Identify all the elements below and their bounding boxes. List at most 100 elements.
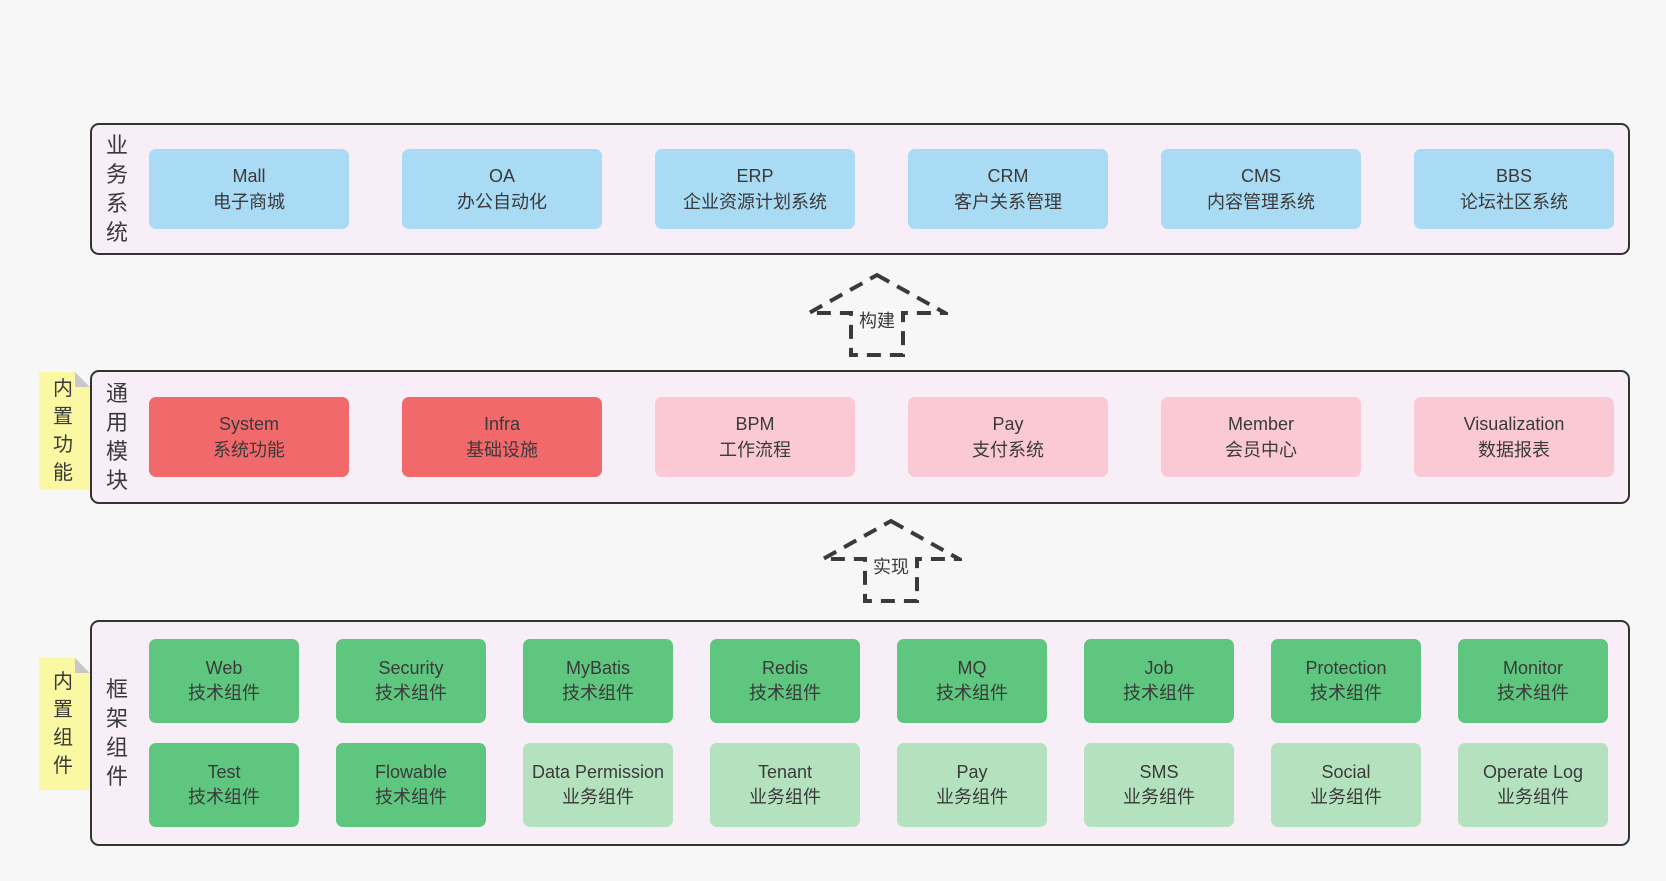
component-subtitle: 技术组件 xyxy=(188,683,260,703)
component-box-tenant: Tenant 业务组件 xyxy=(710,743,860,827)
component-subtitle: 技术组件 xyxy=(188,787,260,807)
component-name: Web xyxy=(205,658,243,678)
component-name: Pay xyxy=(956,762,988,782)
component-subtitle: 业务组件 xyxy=(936,787,1008,807)
arrow-implement-label: 实现 xyxy=(870,553,912,579)
module-subtitle: 电子商城 xyxy=(213,192,285,212)
component-name: MQ xyxy=(957,658,987,678)
component-box-sms: SMS 业务组件 xyxy=(1084,743,1234,827)
component-box-protection: Protection 技术组件 xyxy=(1271,639,1421,723)
module-subtitle: 内容管理系统 xyxy=(1207,192,1315,212)
module-box-bpm: BPM 工作流程 xyxy=(655,397,855,477)
component-subtitle: 技术组件 xyxy=(1310,683,1382,703)
component-name: Social xyxy=(1321,762,1371,782)
component-subtitle: 业务组件 xyxy=(1310,787,1382,807)
module-name: Infra xyxy=(483,414,521,434)
folded-corner-icon xyxy=(75,658,90,673)
component-box-monitor: Monitor 技术组件 xyxy=(1458,639,1608,723)
module-box-visualization: Visualization 数据报表 xyxy=(1414,397,1614,477)
component-name: Tenant xyxy=(757,762,813,782)
component-box-security: Security 技术组件 xyxy=(336,639,486,723)
arrow-build: 构建 xyxy=(806,272,948,358)
module-subtitle: 数据报表 xyxy=(1478,440,1550,460)
module-name: ERP xyxy=(736,166,774,186)
module-box-cms: CMS 内容管理系统 xyxy=(1161,149,1361,229)
arrow-build-label: 构建 xyxy=(856,307,898,333)
component-name: Job xyxy=(1144,658,1174,678)
module-box-infra: Infra 基础设施 xyxy=(402,397,602,477)
sticky-note-built-in-components: 内置组件 xyxy=(39,658,90,790)
sticky-note-built-in-functions: 内置功能 xyxy=(39,372,90,490)
component-name: MyBatis xyxy=(565,658,630,678)
module-subtitle: 基础设施 xyxy=(466,440,538,460)
band-title-common-modules: 通用模块 xyxy=(105,381,128,493)
band-title-business-systems: 业务系统 xyxy=(105,133,128,245)
components-row-1: Web 技术组件 Security 技术组件 MyBatis 技术组件 Redi… xyxy=(149,639,1608,723)
component-box-redis: Redis 技术组件 xyxy=(710,639,860,723)
module-subtitle: 论坛社区系统 xyxy=(1460,192,1568,212)
component-box-flowable: Flowable 技术组件 xyxy=(336,743,486,827)
module-box-crm: CRM 客户关系管理 xyxy=(908,149,1108,229)
components-row-2: Test 技术组件 Flowable 技术组件 Data Permission … xyxy=(149,743,1608,827)
module-box-erp: ERP 企业资源计划系统 xyxy=(655,149,855,229)
module-subtitle: 企业资源计划系统 xyxy=(683,192,827,212)
component-name: Redis xyxy=(761,658,809,678)
component-box-test: Test 技术组件 xyxy=(149,743,299,827)
component-subtitle: 技术组件 xyxy=(375,787,447,807)
module-name: System xyxy=(218,414,279,434)
module-name: OA xyxy=(488,166,515,186)
component-name: Monitor xyxy=(1502,658,1564,678)
modules-box-row: System 系统功能 Infra 基础设施 BPM 工作流程 Pay 支付系统… xyxy=(149,397,1614,477)
component-name: Test xyxy=(207,762,241,782)
component-name: Flowable xyxy=(374,762,448,782)
component-subtitle: 业务组件 xyxy=(1123,787,1195,807)
arrow-implement: 实现 xyxy=(820,518,962,604)
module-name: Mall xyxy=(232,166,266,186)
module-subtitle: 工作流程 xyxy=(719,440,791,460)
component-box-job: Job 技术组件 xyxy=(1084,639,1234,723)
band-title-framework-components: 框架组件 xyxy=(105,677,128,789)
component-subtitle: 技术组件 xyxy=(1497,683,1569,703)
sticky-note-text: 内置组件 xyxy=(53,671,73,777)
band-common-modules: 通用模块 System 系统功能 Infra 基础设施 BPM 工作流程 Pay… xyxy=(90,370,1630,504)
module-name: Member xyxy=(1227,414,1294,434)
module-name: CRM xyxy=(987,166,1029,186)
module-subtitle: 办公自动化 xyxy=(457,192,547,212)
band-framework-components: 框架组件 Web 技术组件 Security 技术组件 MyBatis 技术组件… xyxy=(90,620,1630,846)
component-box-operate-log: Operate Log 业务组件 xyxy=(1458,743,1608,827)
up-arrow-icon xyxy=(820,518,962,603)
folded-corner-icon xyxy=(75,372,90,387)
up-arrow-icon xyxy=(806,272,948,357)
module-box-oa: OA 办公自动化 xyxy=(402,149,602,229)
component-subtitle: 技术组件 xyxy=(936,683,1008,703)
component-subtitle: 业务组件 xyxy=(749,787,821,807)
component-subtitle: 技术组件 xyxy=(1123,683,1195,703)
component-subtitle: 技术组件 xyxy=(562,683,634,703)
component-subtitle: 业务组件 xyxy=(1497,787,1569,807)
module-subtitle: 客户关系管理 xyxy=(954,192,1062,212)
module-subtitle: 系统功能 xyxy=(213,440,285,460)
module-box-bbs: BBS 论坛社区系统 xyxy=(1414,149,1614,229)
module-box-member: Member 会员中心 xyxy=(1161,397,1361,477)
module-name: BPM xyxy=(735,414,775,434)
component-name: Operate Log xyxy=(1482,762,1584,782)
component-subtitle: 技术组件 xyxy=(375,683,447,703)
component-box-mybatis: MyBatis 技术组件 xyxy=(523,639,673,723)
component-name: Data Permission xyxy=(531,762,665,782)
module-subtitle: 会员中心 xyxy=(1225,440,1297,460)
component-box-social: Social 业务组件 xyxy=(1271,743,1421,827)
component-subtitle: 业务组件 xyxy=(562,787,634,807)
module-box-pay: Pay 支付系统 xyxy=(908,397,1108,477)
component-name: Protection xyxy=(1305,658,1387,678)
component-box-data-permission: Data Permission 业务组件 xyxy=(523,743,673,827)
component-box-web: Web 技术组件 xyxy=(149,639,299,723)
sticky-note-text: 内置功能 xyxy=(53,378,73,484)
component-name: Security xyxy=(378,658,444,678)
module-box-system: System 系统功能 xyxy=(149,397,349,477)
component-box-pay: Pay 业务组件 xyxy=(897,743,1047,827)
module-name: Pay xyxy=(992,414,1024,434)
component-name: SMS xyxy=(1139,762,1179,782)
module-name: BBS xyxy=(1495,166,1533,186)
module-name: CMS xyxy=(1241,166,1281,186)
component-box-mq: MQ 技术组件 xyxy=(897,639,1047,723)
